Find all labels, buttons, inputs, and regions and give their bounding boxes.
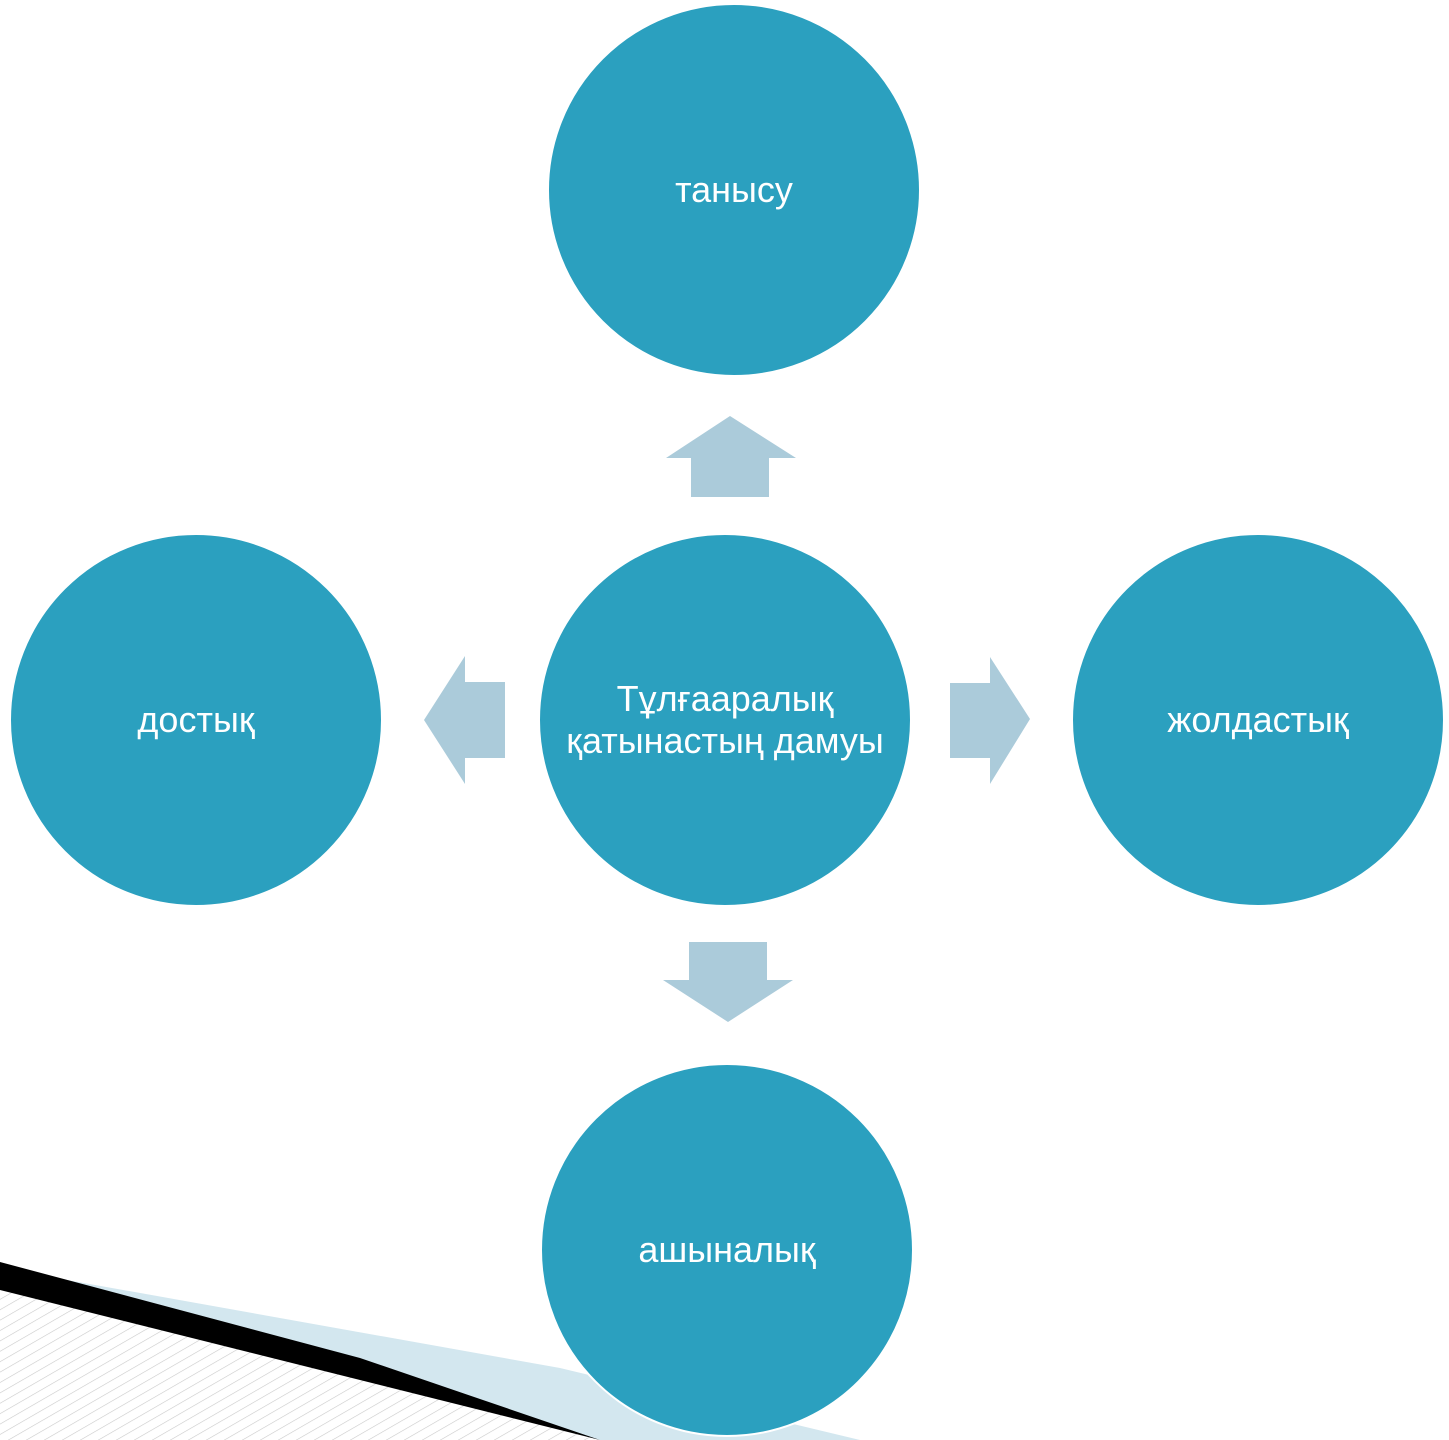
arrow-down <box>663 942 793 1022</box>
node-circle-left <box>9 533 383 907</box>
node-label-left: достық <box>137 699 255 740</box>
node-label-top: танысу <box>675 169 793 210</box>
decor-dark-band <box>0 1262 600 1440</box>
node-circle-center <box>538 533 912 907</box>
arrow-left <box>424 656 505 784</box>
node-circle-top <box>547 3 921 377</box>
arrow-up <box>666 416 796 497</box>
node-label-right: жолдастық <box>1167 699 1349 740</box>
node-circle-right <box>1071 533 1445 907</box>
node-circle-bottom <box>540 1063 914 1437</box>
arrow-right <box>950 657 1030 784</box>
node-label-bottom: ашыналық <box>638 1229 816 1270</box>
node-label-center: Тұлғааралық қатынастың дамуы <box>566 678 884 761</box>
